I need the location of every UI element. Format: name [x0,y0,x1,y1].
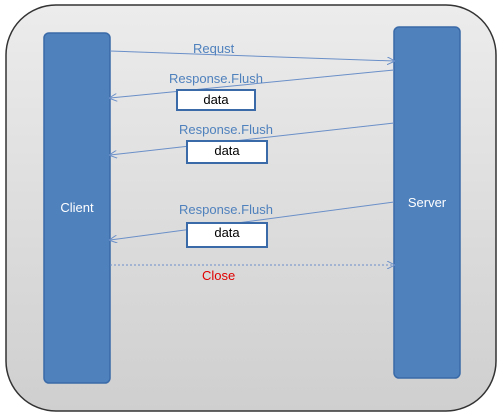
client-label: Client [60,200,94,215]
close-label: Close [202,268,236,283]
client-lifeline [43,32,111,384]
background-panel [5,4,497,412]
server-label: Server [407,195,447,210]
data-payload-1: data [176,89,256,111]
flush-arrow-2 [110,122,395,155]
data-payload-3: data [186,222,268,248]
flush-label-1: Response.Flush [169,71,263,86]
request-label: Requst [193,41,235,56]
flush-label-2: Response.Flush [179,122,273,137]
flush-label-3: Response.Flush [179,202,273,217]
data-payload-2: data [186,140,268,164]
flush-arrow-1 [110,69,395,98]
request-arrow [109,50,394,61]
flush-arrow-3 [110,201,395,240]
